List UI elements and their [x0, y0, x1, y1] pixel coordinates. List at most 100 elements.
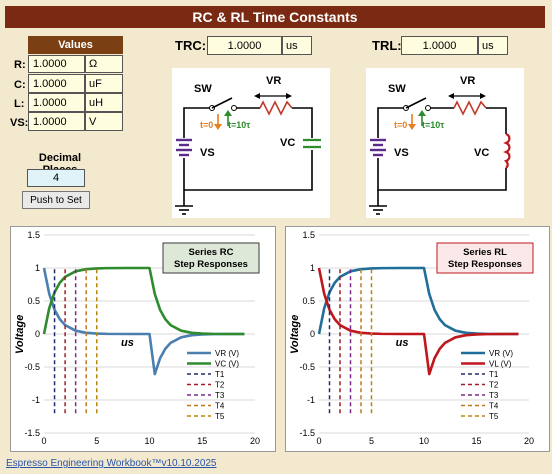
decimal-places-value: 4 [52, 172, 60, 184]
tau-rc-label: TRC: [175, 38, 207, 53]
rc-xtick-label: 15 [197, 436, 207, 446]
tau-rc-unit-cell: us [282, 36, 312, 55]
l-label: L: [14, 98, 25, 110]
c-unit: uF [89, 77, 102, 90]
rc-xtick-label: 10 [144, 436, 154, 446]
rc-xtick-label: 5 [94, 436, 99, 446]
rc-unit-annotation: us [121, 337, 134, 349]
rc-vs-label: VS [200, 147, 215, 159]
rc-ytick-label: 1.5 [27, 230, 40, 240]
c-value: 1.0000 [33, 77, 67, 90]
rl-title-line: Series RL [463, 247, 507, 258]
push-to-set-button[interactable]: Push to Set [22, 191, 90, 209]
rc-series-vr-v [42, 267, 245, 376]
c-unit-cell: uF [85, 74, 123, 93]
rc-title-line: Series RC [189, 247, 234, 258]
rc-sw-label: SW [194, 83, 212, 95]
rc-legend-label: VC (V) [215, 360, 239, 369]
rc-legend-label: T4 [215, 402, 225, 411]
rl-xtick-label: 20 [524, 436, 534, 446]
rl-legend-label: T1 [489, 370, 499, 379]
rl-xtick-label: 15 [471, 436, 481, 446]
footer-link[interactable]: Espresso Engineering Workbook™v10.10.202… [6, 458, 217, 469]
vs-value-cell[interactable]: 1.0000 [28, 112, 85, 131]
tau-rl-unit: us [482, 39, 494, 52]
decimal-places-input[interactable]: 4 [27, 169, 85, 187]
page-title-text: RC & RL Time Constants [192, 9, 358, 25]
tau-rl-value-cell: 1.0000 [401, 36, 478, 55]
rc-ylabel: Voltage [14, 315, 26, 354]
rl-title-box [436, 242, 534, 274]
rl-ylabel: Voltage [289, 315, 301, 354]
rc-legend-label: T3 [215, 391, 225, 400]
l-value-cell[interactable]: 1.0000 [28, 93, 85, 112]
rc-title-box [162, 242, 260, 274]
rl-series-vl-v [317, 267, 519, 376]
rl-ytick-label: -1 [307, 395, 315, 405]
rl-ytick-label: -1.5 [299, 428, 315, 438]
tau-rl-value: 1.0000 [422, 39, 457, 52]
rc-circuit-diagram: SW VR VS VC t=0 t=10τ [172, 68, 330, 218]
rl-vr-label: VR [460, 75, 475, 87]
vs-value: 1.0000 [33, 115, 67, 128]
rc-vr-label: VR [266, 75, 281, 87]
rc-vc-label: VC [280, 137, 295, 149]
rl-series-vr-v [317, 266, 519, 336]
rl-legend-label: VL (V) [489, 360, 512, 369]
r-unit: Ω [89, 58, 98, 70]
r-label: R: [14, 59, 26, 71]
rl-xtick-label: 5 [369, 436, 374, 446]
l-value: 1.0000 [33, 96, 67, 109]
r-value-cell[interactable]: 1.0000 [28, 55, 85, 73]
rc-ytick-label: 0 [35, 329, 40, 339]
rl-xtick-label: 0 [316, 436, 321, 446]
values-table-header: Values [28, 36, 123, 54]
rc-t10-label: t=10τ [228, 120, 250, 130]
rl-ytick-label: 1 [310, 263, 315, 273]
vs-unit-cell: V [85, 112, 123, 131]
rl-ytick-label: -0.5 [299, 362, 315, 372]
rc-legend-label: T1 [215, 370, 225, 379]
rl-legend-label: T4 [489, 402, 499, 411]
rc-legend-label: T2 [215, 381, 225, 390]
rl-xtick-label: 10 [419, 436, 429, 446]
rc-xtick-label: 0 [41, 436, 46, 446]
rc-title-line: Step Responses [174, 259, 248, 270]
rl-ytick-label: 0 [310, 329, 315, 339]
rl-t0-label: t=0 [394, 120, 407, 130]
c-value-cell[interactable]: 1.0000 [28, 74, 85, 93]
rl-unit-annotation: us [396, 337, 409, 349]
rc-xtick-label: 20 [250, 436, 260, 446]
vs-unit: V [89, 115, 97, 128]
rl-vs-label: VS [394, 147, 409, 159]
rc-legend-label: T5 [215, 412, 225, 421]
rl-vc-label: VC [474, 147, 489, 159]
rl-t10-label: t=10τ [422, 120, 444, 130]
rc-ytick-label: -1.5 [24, 428, 40, 438]
rl-legend-label: T3 [489, 391, 499, 400]
rc-ytick-label: -0.5 [24, 362, 40, 372]
rl-legend-label: T2 [489, 381, 499, 390]
values-header-text: Values [58, 39, 93, 51]
rl-ytick-label: 1.5 [302, 230, 315, 240]
rl-ytick-label: 0.5 [302, 296, 315, 306]
rl-title-line: Step Responses [448, 259, 522, 270]
rc-ytick-label: -1 [32, 395, 40, 405]
tau-rc-unit: us [286, 39, 298, 52]
tau-rc-value: 1.0000 [227, 39, 262, 52]
r-unit-cell: Ω [85, 55, 123, 73]
rl-legend-label: VR (V) [489, 349, 513, 358]
rl-legend-label: T5 [489, 412, 499, 421]
tau-rc-value-cell: 1.0000 [207, 36, 282, 55]
rl-circuit-diagram: SW VR VS VC t=0 t=10τ [366, 68, 524, 218]
r-value: 1.0000 [33, 58, 67, 70]
l-unit-cell: uH [85, 93, 123, 112]
c-label: C: [14, 79, 26, 91]
rc-legend-label: VR (V) [215, 349, 239, 358]
tau-rl-unit-cell: us [478, 36, 508, 55]
rc-ytick-label: 1 [35, 263, 40, 273]
rc-t0-label: t=0 [200, 120, 213, 130]
